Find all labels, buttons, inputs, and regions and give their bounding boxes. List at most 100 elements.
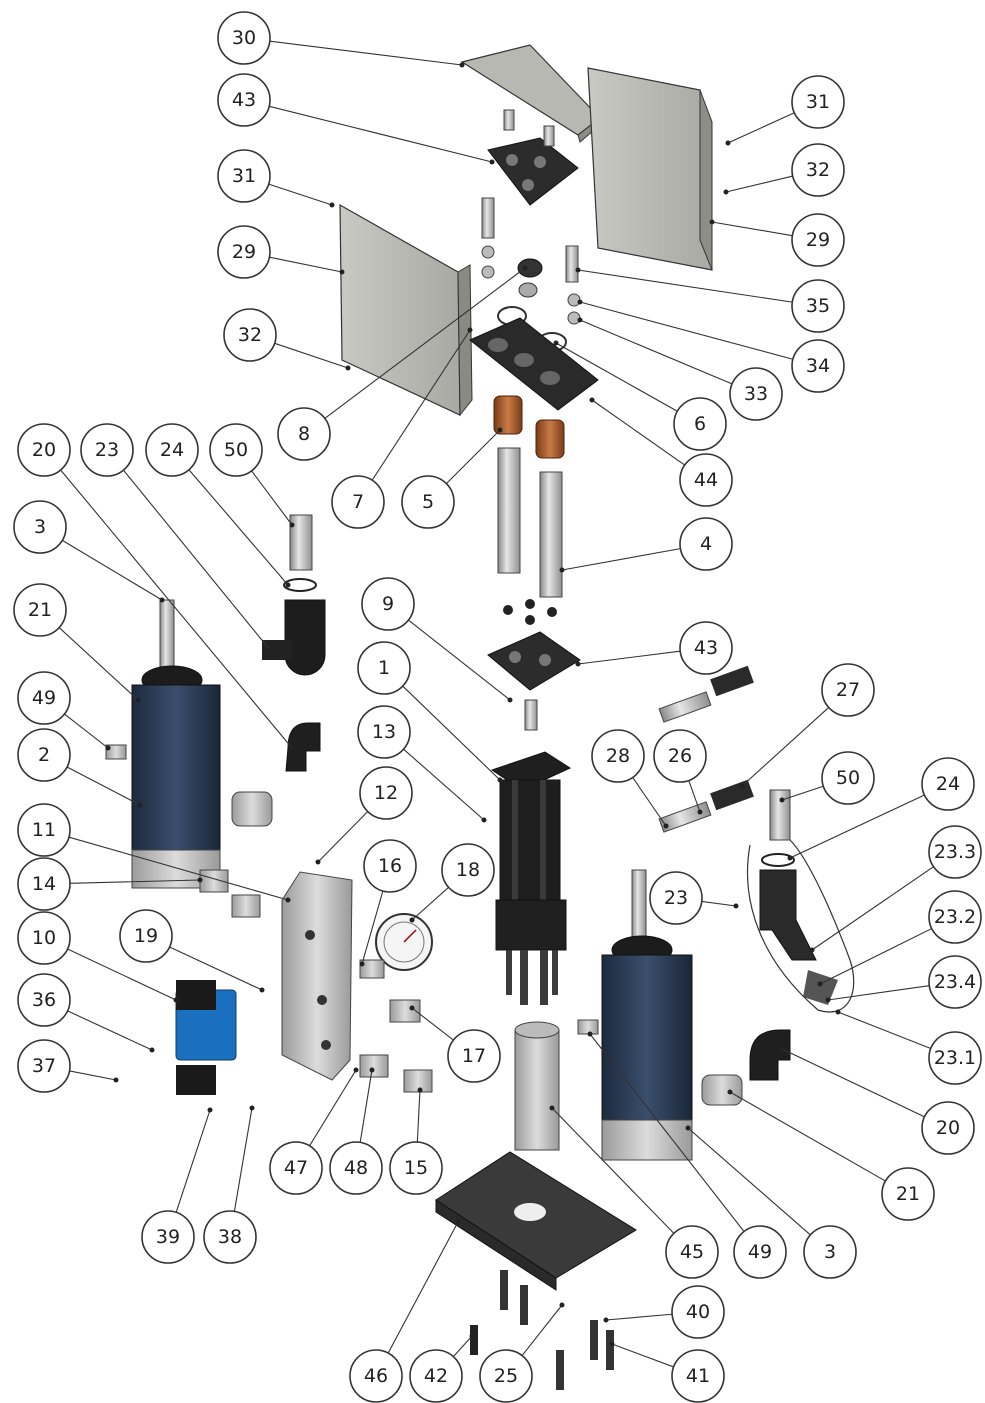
balloon-circle	[357, 641, 411, 695]
leader-dot	[329, 202, 335, 208]
leader-dot	[267, 647, 273, 653]
balloon-circle	[921, 1101, 975, 1155]
leader-dot	[345, 365, 351, 371]
balloon-label: 35	[806, 295, 830, 317]
right-guard-flange	[699, 89, 713, 271]
balloon-circle	[17, 911, 71, 965]
balloon-circle	[203, 1210, 257, 1264]
leader-line	[69, 879, 201, 884]
bushing	[535, 419, 565, 459]
balloon-32: 32	[791, 143, 845, 197]
balloon-label: 5	[422, 491, 434, 513]
balloon-circle	[145, 423, 199, 477]
balloon-label: 25	[494, 1365, 518, 1387]
leader-line	[555, 342, 678, 412]
balloon-label: 44	[694, 469, 718, 491]
balloon-circle	[921, 757, 975, 811]
balloon-label: 34	[806, 355, 830, 377]
balloon-circle	[119, 909, 173, 963]
balloon-10: 10	[17, 911, 71, 965]
balloon-32: 32	[223, 308, 277, 362]
balloon-circle	[17, 857, 71, 911]
balloon-circle	[791, 75, 845, 129]
leader-line	[269, 40, 463, 66]
balloon-circle	[223, 308, 277, 362]
leader-dot	[603, 1317, 609, 1323]
balloon-label: 27	[836, 679, 860, 701]
balloon-2: 2	[17, 728, 71, 782]
balloon-label: 7	[352, 491, 364, 513]
balloon-38: 38	[203, 1210, 257, 1264]
leader-dot	[207, 1107, 213, 1113]
leader-line	[579, 319, 733, 385]
balloon-label: 50	[836, 767, 860, 789]
balloon-6: 6	[673, 397, 727, 451]
balloon-label: 38	[218, 1226, 242, 1248]
balloon-7: 7	[331, 475, 385, 529]
leader-line	[188, 469, 289, 586]
balloon-43: 43	[679, 621, 733, 675]
balloon-circle	[821, 751, 875, 805]
leader-dot	[697, 809, 703, 815]
balloon-29: 29	[791, 213, 845, 267]
leader-dot	[522, 265, 528, 271]
balloon-circle	[791, 339, 845, 393]
balloon-circle	[733, 1225, 787, 1279]
balloon-33: 33	[729, 367, 783, 421]
balloon-label: 1	[378, 657, 390, 679]
leader-dot	[507, 697, 513, 703]
balloon-label: 8	[298, 423, 310, 445]
balloon-label: 49	[32, 687, 56, 709]
balloon-circle	[881, 1167, 935, 1221]
leader-dot	[497, 427, 503, 433]
balloon-circle	[141, 1210, 195, 1264]
balloon-23: 23	[80, 423, 134, 477]
leader-line	[324, 267, 526, 419]
leader-line	[837, 1011, 932, 1049]
filter-body-left	[284, 599, 326, 676]
leader-line	[411, 1007, 454, 1041]
leader-dot	[723, 189, 729, 195]
leader-dot	[709, 219, 715, 225]
leader-line	[402, 685, 501, 781]
balloon-3: 3	[803, 1225, 857, 1279]
balloon-3: 3	[13, 500, 67, 554]
spacer-tube	[514, 1029, 560, 1151]
balloon-label: 17	[462, 1045, 486, 1067]
balloon-circle	[479, 1349, 533, 1403]
leader-dot	[105, 745, 111, 751]
leader-line	[779, 1047, 925, 1118]
leader-dot	[777, 1045, 783, 1051]
leader-line	[233, 1107, 253, 1212]
balloon-label: 16	[378, 855, 402, 877]
balloon-circle	[679, 517, 733, 571]
leader-dot	[587, 1031, 593, 1037]
leader-line	[591, 399, 686, 466]
balloon-label: 12	[374, 782, 398, 804]
balloon-46: 46	[349, 1349, 403, 1403]
leader-dot	[733, 903, 739, 909]
balloon-label: 21	[896, 1183, 920, 1205]
balloon-label: 13	[372, 721, 396, 743]
balloon-label: 31	[232, 165, 256, 187]
leader-line	[551, 1107, 675, 1234]
balloon-label: 19	[134, 925, 158, 947]
balloon-label: 32	[806, 159, 830, 181]
balloon-17: 17	[447, 1029, 501, 1083]
leader-line	[827, 985, 930, 1001]
leader-line	[411, 886, 449, 921]
leader-dot	[663, 823, 669, 829]
leader-line	[269, 105, 493, 163]
leader-line	[632, 777, 667, 827]
leader-dot	[137, 802, 143, 808]
balloon-label: 3	[824, 1241, 836, 1263]
balloon-label: 24	[160, 439, 184, 461]
balloon-31: 31	[791, 75, 845, 129]
balloon-49: 49	[17, 671, 71, 725]
leader-line	[403, 748, 485, 821]
balloon-label: 32	[238, 324, 262, 346]
balloon-circle	[389, 1141, 443, 1195]
balloon-12: 12	[359, 766, 413, 820]
balloon-circle	[217, 149, 271, 203]
